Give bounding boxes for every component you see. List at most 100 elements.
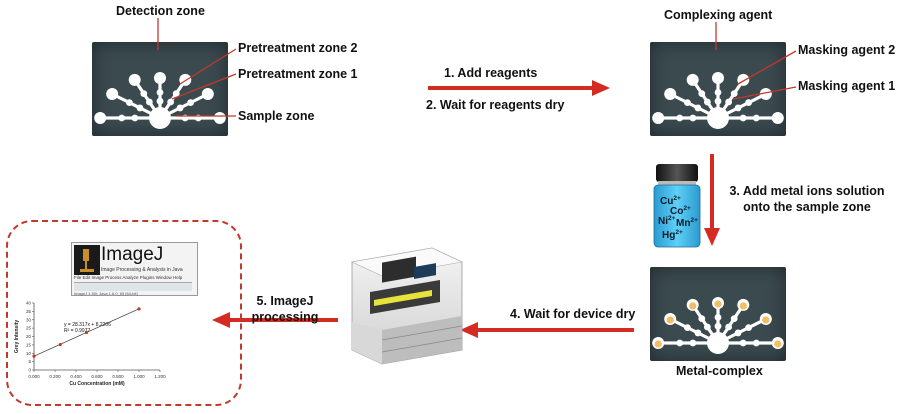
arrow-step-1 (428, 80, 610, 96)
y-tick-label: 0 (28, 368, 31, 373)
y-tick-label: 40 (26, 301, 32, 306)
y-tick-label: 5 (28, 359, 31, 364)
pretreatment-zone (714, 314, 722, 321)
pretreatment-zone (694, 329, 702, 337)
pretreatment-zone (689, 339, 697, 347)
ion-co: Co2+ (670, 205, 691, 217)
pretreatment-zone (172, 90, 180, 98)
leader-pretreatment-1 (171, 73, 237, 100)
sample-zone (707, 332, 729, 354)
detection-zone (686, 73, 699, 86)
pretreatment-zone (734, 104, 742, 112)
label-masking-agent-1: Masking agent 1 (798, 79, 896, 93)
y-tick-label: 20 (26, 334, 32, 339)
device-channels (94, 72, 226, 129)
complex-spot (654, 340, 662, 348)
pretreatment-zone (725, 98, 733, 106)
detection-zone (664, 88, 677, 100)
step-2-label: 2. Wait for reagents dry (426, 98, 565, 112)
paper-device-reagents (650, 42, 786, 136)
x-tick-label: 0.200 (49, 374, 61, 379)
pretreatment-zone (676, 114, 684, 122)
data-point (58, 342, 62, 347)
pretreatment-zone (703, 323, 711, 331)
pretreatment-zone (689, 114, 697, 122)
data-point (32, 354, 36, 358)
pretreatment-zone (676, 339, 684, 347)
y-tick-label: 15 (26, 342, 32, 347)
x-tick-label: 0.800 (112, 374, 124, 379)
pretreatment-zone (694, 104, 702, 112)
label-sample-zone: Sample zone (238, 109, 315, 123)
detection-zone (128, 73, 141, 86)
complex-spot (774, 340, 782, 348)
data-point (84, 330, 89, 335)
pretreatment-zone (714, 97, 722, 105)
pretreatment-zone (684, 324, 691, 332)
y-tick-label: 35 (26, 309, 32, 314)
detection-zone (712, 72, 724, 84)
detection-zone (106, 88, 119, 100)
sample-zone (149, 107, 171, 129)
microscope-icon (74, 245, 100, 275)
arrow-step-5 (212, 312, 338, 328)
pretreatment-zone (739, 339, 747, 347)
pretreatment-zone (745, 99, 752, 107)
complex-spot (762, 316, 770, 324)
x-axis-label: Cu Concentration (mM) (69, 381, 125, 387)
step-5-line-2: processing (251, 310, 319, 324)
detection-zone (201, 88, 214, 100)
detection-zone (94, 112, 107, 124)
leader-lines-right (715, 22, 797, 100)
label-metal-complex: Metal-complex (676, 364, 763, 378)
imagej-menu-bar: File Edit Image Process Analyze Plugins … (74, 275, 183, 280)
chart-annotation: R² = 0.9977 (64, 328, 90, 334)
sample-zone (707, 107, 729, 129)
label-pretreatment-zone-1: Pretreatment zone 1 (238, 67, 358, 81)
complex-spot (666, 316, 674, 324)
pretreatment-zone (131, 114, 139, 122)
ion-hg: Hg2+ (662, 229, 683, 241)
x-tick-label: 1.000 (133, 374, 145, 379)
complex-spot (739, 302, 747, 310)
imagej-title: ImageJ (101, 244, 164, 265)
complex-spot (689, 302, 697, 310)
label-pretreatment-zone-2: Pretreatment zone 2 (238, 41, 358, 55)
pretreatment-zone (156, 89, 164, 96)
leader-masking-1 (732, 86, 797, 100)
pretreatment-zone (752, 339, 760, 347)
pretreatment-zone (136, 104, 144, 112)
step-3-line-2: onto the sample zone (743, 200, 871, 214)
paper-device-blank (92, 42, 228, 136)
paper-device-metal-complex (650, 267, 786, 361)
imagej-subtitle: Image Processing & Analysis in Java (101, 267, 183, 273)
leader-lines-left (157, 18, 237, 117)
arrow-step-3 (704, 154, 720, 246)
label-complexing-agent: Complexing agent (664, 8, 773, 22)
leader-pretreatment-2 (179, 48, 237, 85)
x-tick-label: 0.000 (28, 374, 40, 379)
step-4-label: 4. Wait for device dry (510, 307, 636, 321)
complex-spot (714, 300, 722, 308)
step-5-label: 5. ImageJ processing (230, 293, 340, 325)
imagej-status: ImageJ 1.50i; Java 1.6.0_65 [64-bit] (74, 291, 138, 296)
ion-ni: Ni2+ (658, 215, 676, 227)
step-3-line-1: 3. Add metal ions solution (729, 184, 885, 198)
data-point (137, 307, 141, 311)
chart-annotation: y = 28.317x + 8.2206 (64, 322, 111, 328)
imagej-panel (6, 220, 242, 406)
detection-zone (213, 112, 226, 124)
x-tick-label: 0.600 (91, 374, 103, 379)
pretreatment-zone (714, 322, 722, 330)
label-detection-zone: Detection zone (116, 4, 205, 18)
pretreatment-zone (698, 90, 706, 98)
y-tick-label: 30 (26, 317, 32, 322)
pretreatment-zone (752, 114, 760, 122)
pretreatment-zone (156, 97, 164, 105)
ion-cu: Cu2+ (660, 195, 681, 207)
detection-zone (759, 88, 772, 100)
vial-liquid (653, 184, 701, 248)
pretreatment-zone (698, 315, 706, 323)
